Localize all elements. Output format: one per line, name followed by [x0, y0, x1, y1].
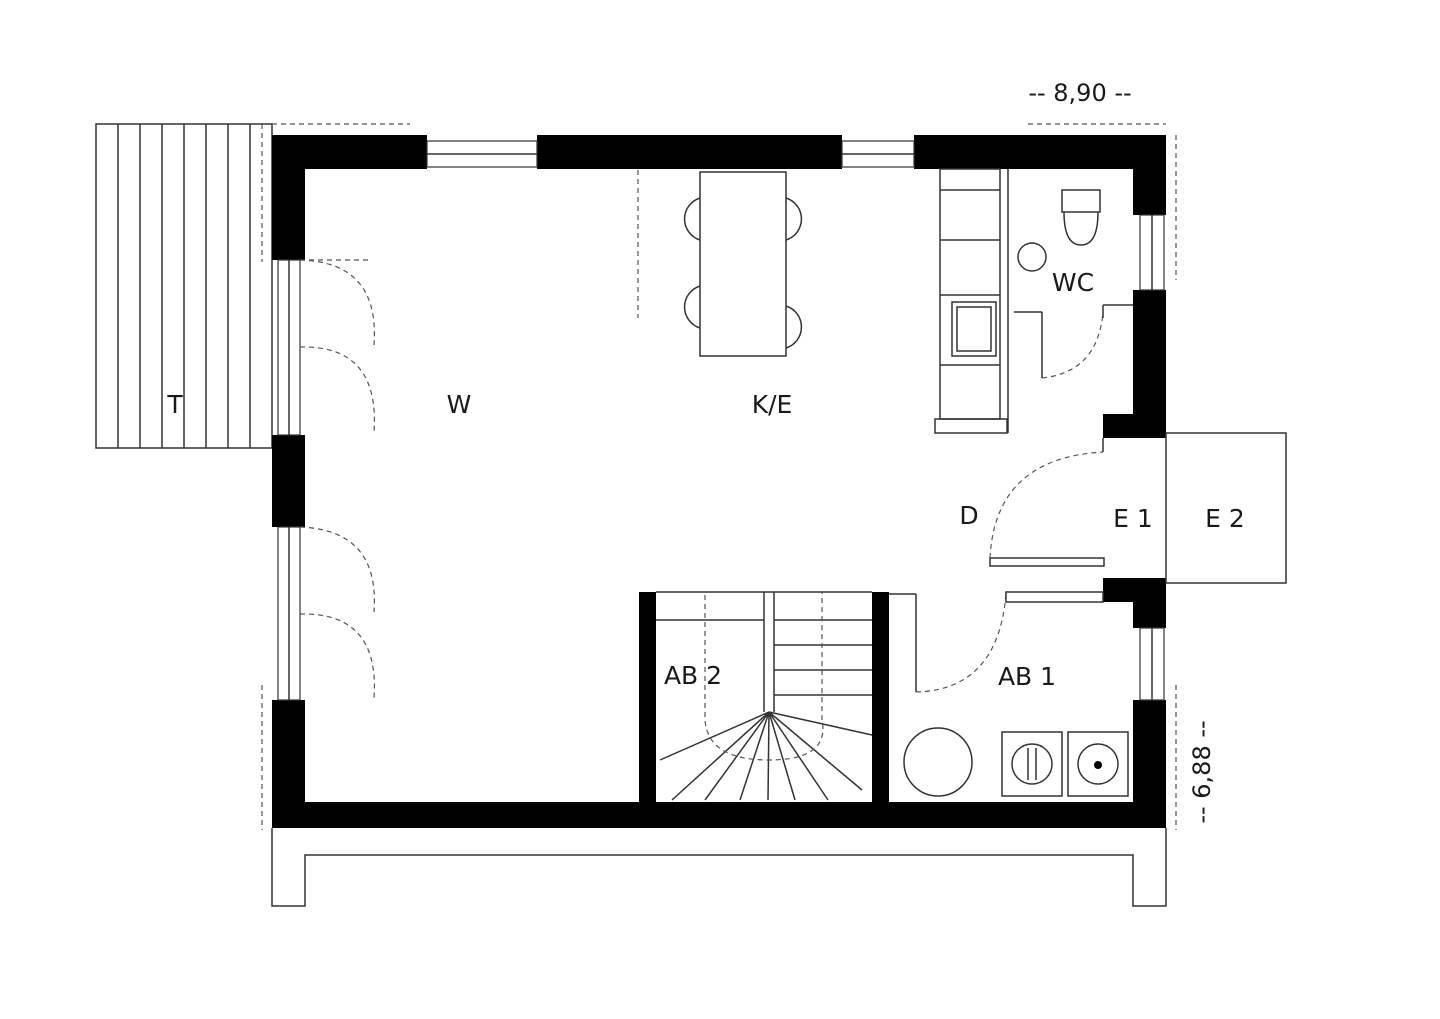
dimension-width: -- 8,90 --: [1028, 79, 1131, 107]
terrace-deck: [95, 123, 410, 449]
dimension-depth: -- 6,88 --: [1188, 720, 1216, 823]
room-label-entry-inner: E 1: [1113, 504, 1153, 533]
staircase: [656, 591, 873, 801]
terrace-doors: [277, 259, 376, 701]
kitchen-counter: [934, 168, 1009, 434]
windows: [426, 140, 1165, 701]
room-label-storage-2: AB 2: [664, 661, 722, 690]
extension-lines: [261, 123, 1177, 830]
bottom-overhang: [271, 828, 1167, 907]
room-label-kitchen-dining: K/E: [752, 390, 793, 419]
room-label-living: W: [447, 390, 472, 419]
storage-1-fixtures: [889, 591, 1129, 797]
room-label-wc: WC: [1052, 268, 1094, 297]
entry-door: [989, 438, 1105, 567]
exterior-walls: [272, 135, 1166, 828]
room-label-hall: D: [959, 501, 978, 530]
dining-table: [683, 171, 803, 357]
room-label-entry-outer: E 2: [1205, 504, 1245, 533]
room-label-terrace: T: [166, 390, 183, 419]
wc-fixtures: [1014, 189, 1133, 379]
entry-canopy: [1165, 432, 1287, 584]
room-label-storage-1: AB 1: [998, 662, 1056, 691]
